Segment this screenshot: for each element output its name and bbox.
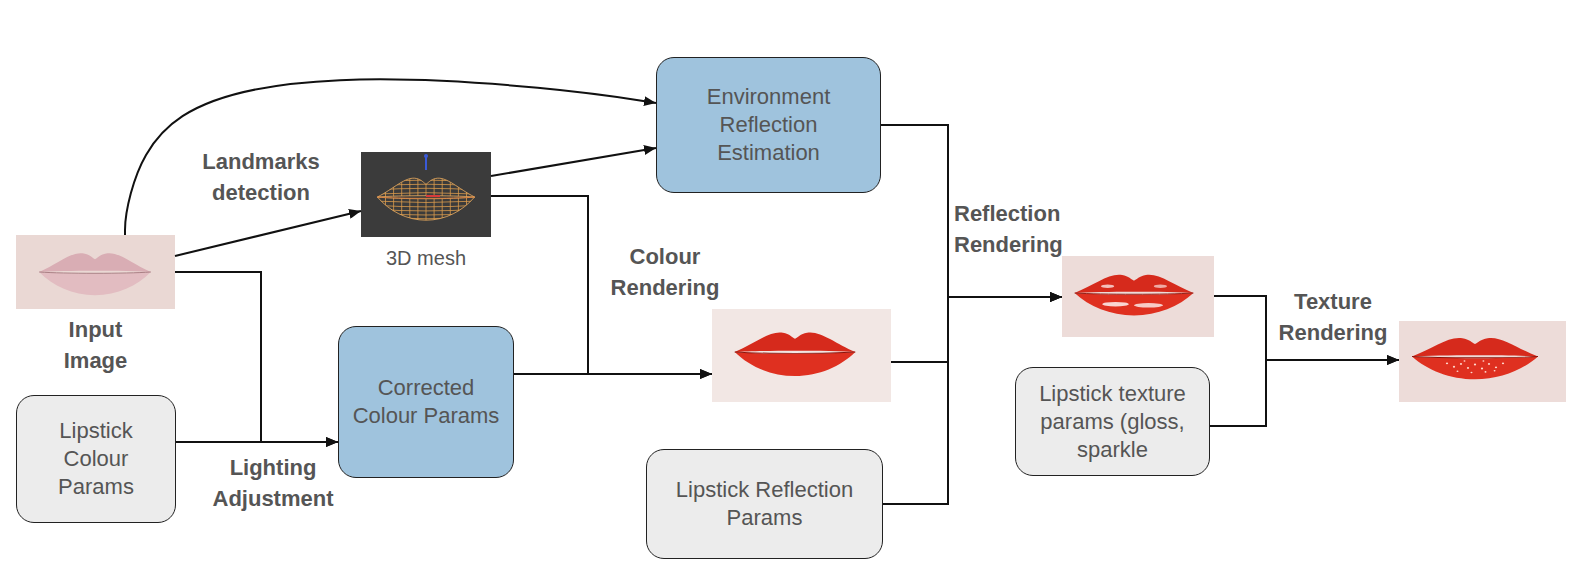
edge-label: Reflection Rendering bbox=[954, 198, 1084, 260]
label-holder: Texture Rendering bbox=[1268, 286, 1398, 348]
connector-arrow bbox=[176, 441, 338, 443]
result-image bbox=[712, 309, 891, 402]
box-text: Lipstick Reflection Params bbox=[659, 476, 870, 532]
edge-label: Texture Rendering bbox=[1268, 286, 1398, 348]
input-lips-photo bbox=[16, 235, 175, 309]
edge-label: Lighting Adjustment bbox=[198, 452, 348, 514]
result-image bbox=[1399, 321, 1566, 402]
connector-arrow bbox=[491, 148, 656, 176]
connector-arrow bbox=[175, 272, 338, 442]
edge-label: Colour Rendering bbox=[600, 241, 730, 303]
process-box: Environment Reflection Estimation bbox=[656, 57, 881, 193]
coloured-lips-image bbox=[712, 309, 891, 402]
param-box: Lipstick Colour Params bbox=[16, 395, 176, 523]
result-image bbox=[1062, 256, 1214, 337]
edge-label: Landmarks detection bbox=[186, 146, 336, 208]
mesh-image: 3D mesh bbox=[361, 152, 491, 237]
process-box: Corrected Colour Params bbox=[338, 326, 514, 478]
label-holder: Reflection Rendering bbox=[954, 198, 1084, 260]
box-text: Lipstick Colour Params bbox=[29, 417, 163, 501]
glossy-lips-image bbox=[1062, 256, 1214, 337]
box-text: Corrected Colour Params bbox=[351, 374, 501, 430]
image-caption: 3D mesh bbox=[361, 245, 491, 271]
param-box: Lipstick Reflection Params bbox=[646, 449, 883, 559]
connector-arrow bbox=[175, 211, 361, 256]
lip-mesh-render bbox=[361, 152, 491, 237]
image-caption: Input Image bbox=[46, 314, 146, 376]
connector-arrow bbox=[891, 297, 1062, 362]
connector-arrow bbox=[1210, 360, 1399, 426]
param-box: Lipstick texture params (gloss, sparkle bbox=[1015, 367, 1210, 476]
input-image: Input Image bbox=[16, 235, 175, 309]
connector-arrow bbox=[514, 373, 712, 375]
label-holder: Landmarks detection bbox=[186, 146, 336, 208]
label-holder: Lighting Adjustment bbox=[198, 452, 348, 514]
caption-holder: Input Image bbox=[46, 314, 146, 376]
caption-holder: 3D mesh bbox=[361, 245, 491, 271]
label-holder: Colour Rendering bbox=[600, 241, 730, 303]
connector-arrow bbox=[125, 79, 656, 235]
box-text: Environment Reflection Estimation bbox=[669, 83, 868, 167]
textured-lips-image bbox=[1399, 321, 1566, 402]
box-text: Lipstick texture params (gloss, sparkle bbox=[1028, 380, 1197, 464]
